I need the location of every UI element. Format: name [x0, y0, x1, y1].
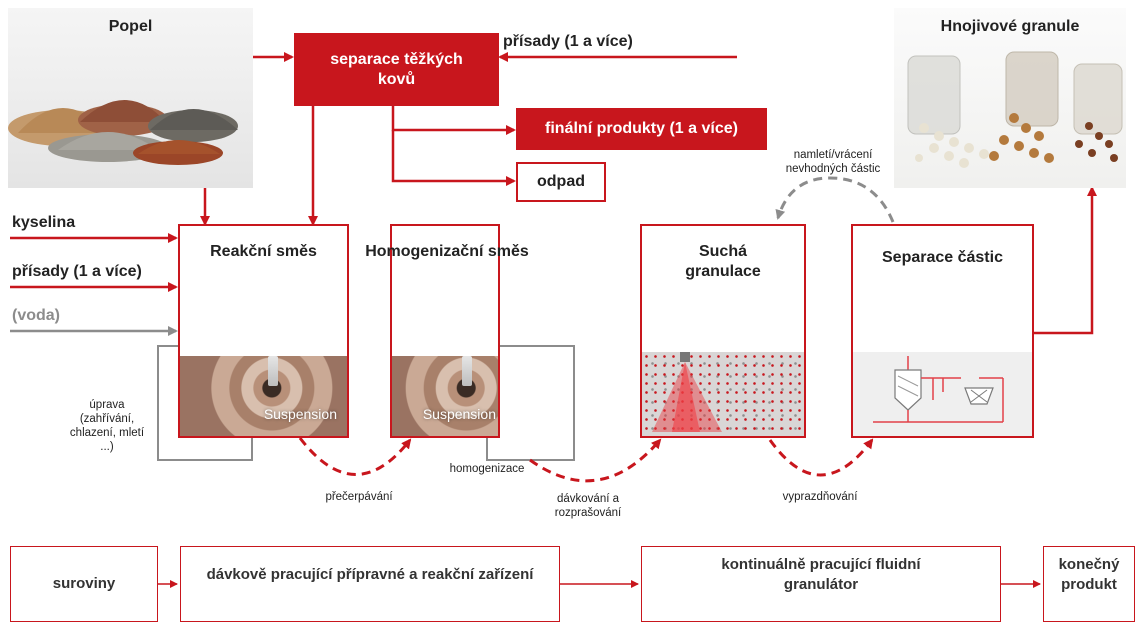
sieve-classifier-icon: [853, 352, 1032, 436]
homogenization-suspension-caption: Suspension: [423, 406, 496, 422]
particle-separation-vessel-title: Separace částic: [853, 248, 1032, 268]
separator-schematic: [853, 352, 1032, 436]
dosing-spraying-annotation: dávkování a rozprašování: [548, 492, 628, 520]
pumping-annotation: přečerpávání: [304, 490, 414, 504]
heavy-metal-separation-label: separace těžkých kovů: [310, 50, 483, 90]
flow-step-fluid-granulator-label: kontinuálně pracující fluidní granulátor: [702, 555, 940, 595]
granule-jars-illustration: [894, 8, 1126, 188]
flow-step-raw-materials: suroviny: [10, 546, 158, 622]
homogenization-vessel: Homogenizační směs Suspension: [390, 224, 500, 438]
particle-separation-vessel: Separace částic: [851, 224, 1034, 438]
arrow-regrind-return: [778, 178, 893, 222]
water-label: (voda): [12, 307, 60, 325]
dry-granulation-spray-image: [642, 352, 804, 436]
flow-step-fluid-granulator: kontinuálně pracující fluidní granulátor: [641, 546, 1001, 622]
final-products-box: finální produkty (1 a více): [516, 108, 767, 150]
heavy-metal-separation-box: separace těžkých kovů: [294, 33, 499, 106]
homogenization-vessel-title: Homogenizační směs: [365, 242, 529, 262]
arrow-output-to-granules: [1034, 188, 1092, 333]
ash-photo: Popel: [8, 8, 253, 188]
flow-step-raw-materials-label: suroviny: [53, 574, 116, 594]
arrow-pumping: [300, 438, 410, 475]
homogenization-loop: [487, 346, 574, 460]
reaction-vessel-title: Reakční směs: [180, 242, 347, 262]
reaction-vessel: Reakční směs Suspension: [178, 224, 349, 438]
treatment-annotation: úprava (zahřívání, chlazení, mletí ...): [62, 398, 152, 454]
additives-top-label: přísady (1 a více): [503, 33, 633, 51]
homogenization-suspension-image: Suspension: [392, 356, 498, 436]
flow-step-batch-reactors-label: dávkově pracující přípravné a reakční za…: [207, 565, 534, 585]
flow-step-final-product-label: konečný produkt: [1050, 555, 1128, 595]
homogenization-annotation: homogenizace: [432, 462, 542, 476]
spray-nozzle-icon: [642, 352, 804, 436]
ash-piles-illustration: [8, 8, 253, 188]
additives-label: přísady (1 a více): [12, 263, 142, 281]
arrow-separation-to-waste: [393, 130, 514, 181]
reaction-suspension-image: Suspension: [180, 356, 347, 436]
fertilizer-photo: Hnojivové granule: [894, 8, 1126, 188]
waste-box: odpad: [516, 162, 606, 202]
waste-label: odpad: [537, 173, 585, 191]
reaction-suspension-caption: Suspension: [264, 406, 337, 422]
acid-label: kyselina: [12, 214, 75, 232]
final-products-label: finální produkty (1 a více): [545, 120, 738, 138]
dry-granulation-vessel: Suchá granulace: [640, 224, 806, 438]
arrow-emptying: [770, 440, 872, 475]
dry-granulation-vessel-title: Suchá granulace: [642, 242, 804, 282]
flow-step-final-product: konečný produkt: [1043, 546, 1135, 622]
regrind-return-annotation: namletí/vrácení nevhodných částic: [768, 148, 898, 176]
flow-step-batch-reactors: dávkově pracující přípravné a reakční za…: [180, 546, 560, 622]
arrow-separation-to-final: [393, 106, 514, 130]
emptying-annotation: vyprazdňování: [765, 490, 875, 504]
